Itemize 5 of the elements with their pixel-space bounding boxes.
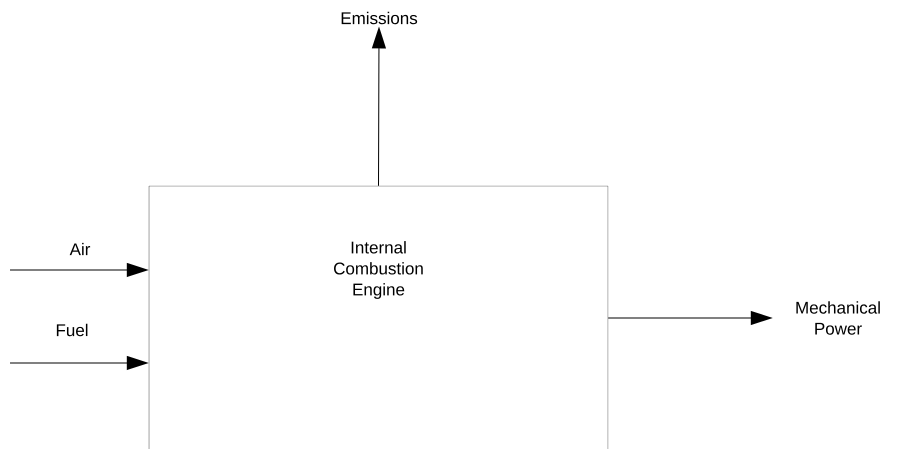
edge-label: Air <box>70 242 90 256</box>
edge-label: Fuel <box>56 324 88 336</box>
output-label: Mechanical Power <box>796 301 880 335</box>
output-label: Emissions <box>342 12 418 24</box>
engine-box: Internal Combustion Engine <box>148 186 608 449</box>
